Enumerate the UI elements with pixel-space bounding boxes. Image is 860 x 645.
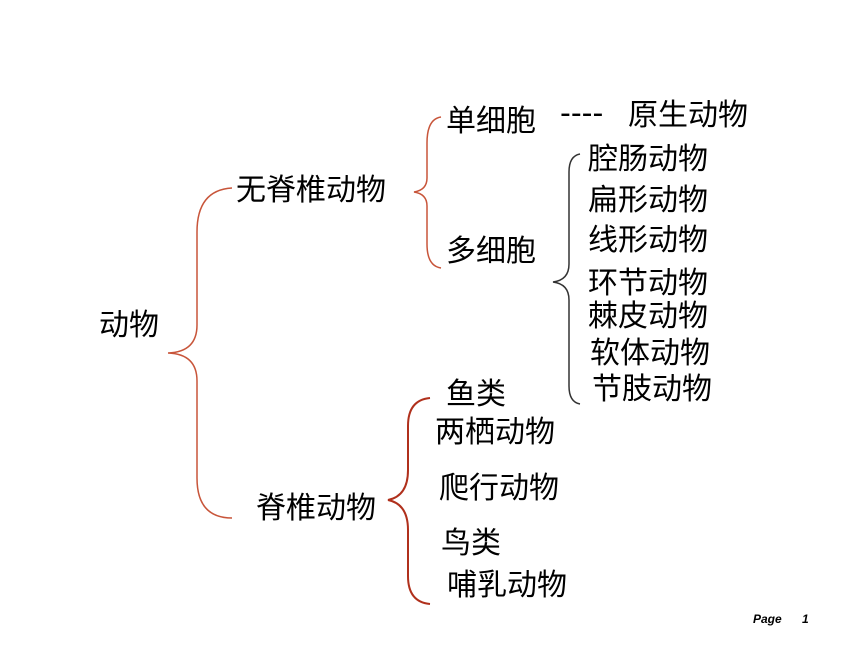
multicellular-item: 节肢动物 [592,372,712,407]
multicellular-item: 腔肠动物 [588,142,708,177]
multicellular-brace [552,153,581,405]
single-cell-result: 原生动物 [628,98,748,133]
multicellular-item: 扁形动物 [588,183,708,218]
single-cell-dashes: ---- [560,96,604,131]
vertebrate-brace [387,397,431,605]
vertebrate-item: 鸟类 [441,526,501,561]
root-brace [167,187,233,519]
multicellular-item: 线形动物 [588,223,708,258]
invertebrate-brace [413,116,442,269]
multicellular-item: 环节动物 [588,266,708,301]
multi-cell-label: 多细胞 [446,234,536,269]
vertebrate-label: 脊椎动物 [256,491,376,526]
root-label: 动物 [99,308,159,343]
vertebrate-item: 爬行动物 [439,471,559,506]
vertebrate-item: 哺乳动物 [447,568,567,603]
page-number: 1 [802,612,809,626]
vertebrate-item: 两栖动物 [435,415,555,450]
page-label: Page [753,612,782,626]
multicellular-item: 棘皮动物 [588,299,708,334]
single-cell-label: 单细胞 [446,104,536,139]
multicellular-item: 软体动物 [590,336,710,371]
vertebrate-item: 鱼类 [446,377,506,412]
invertebrate-label: 无脊椎动物 [236,173,386,208]
